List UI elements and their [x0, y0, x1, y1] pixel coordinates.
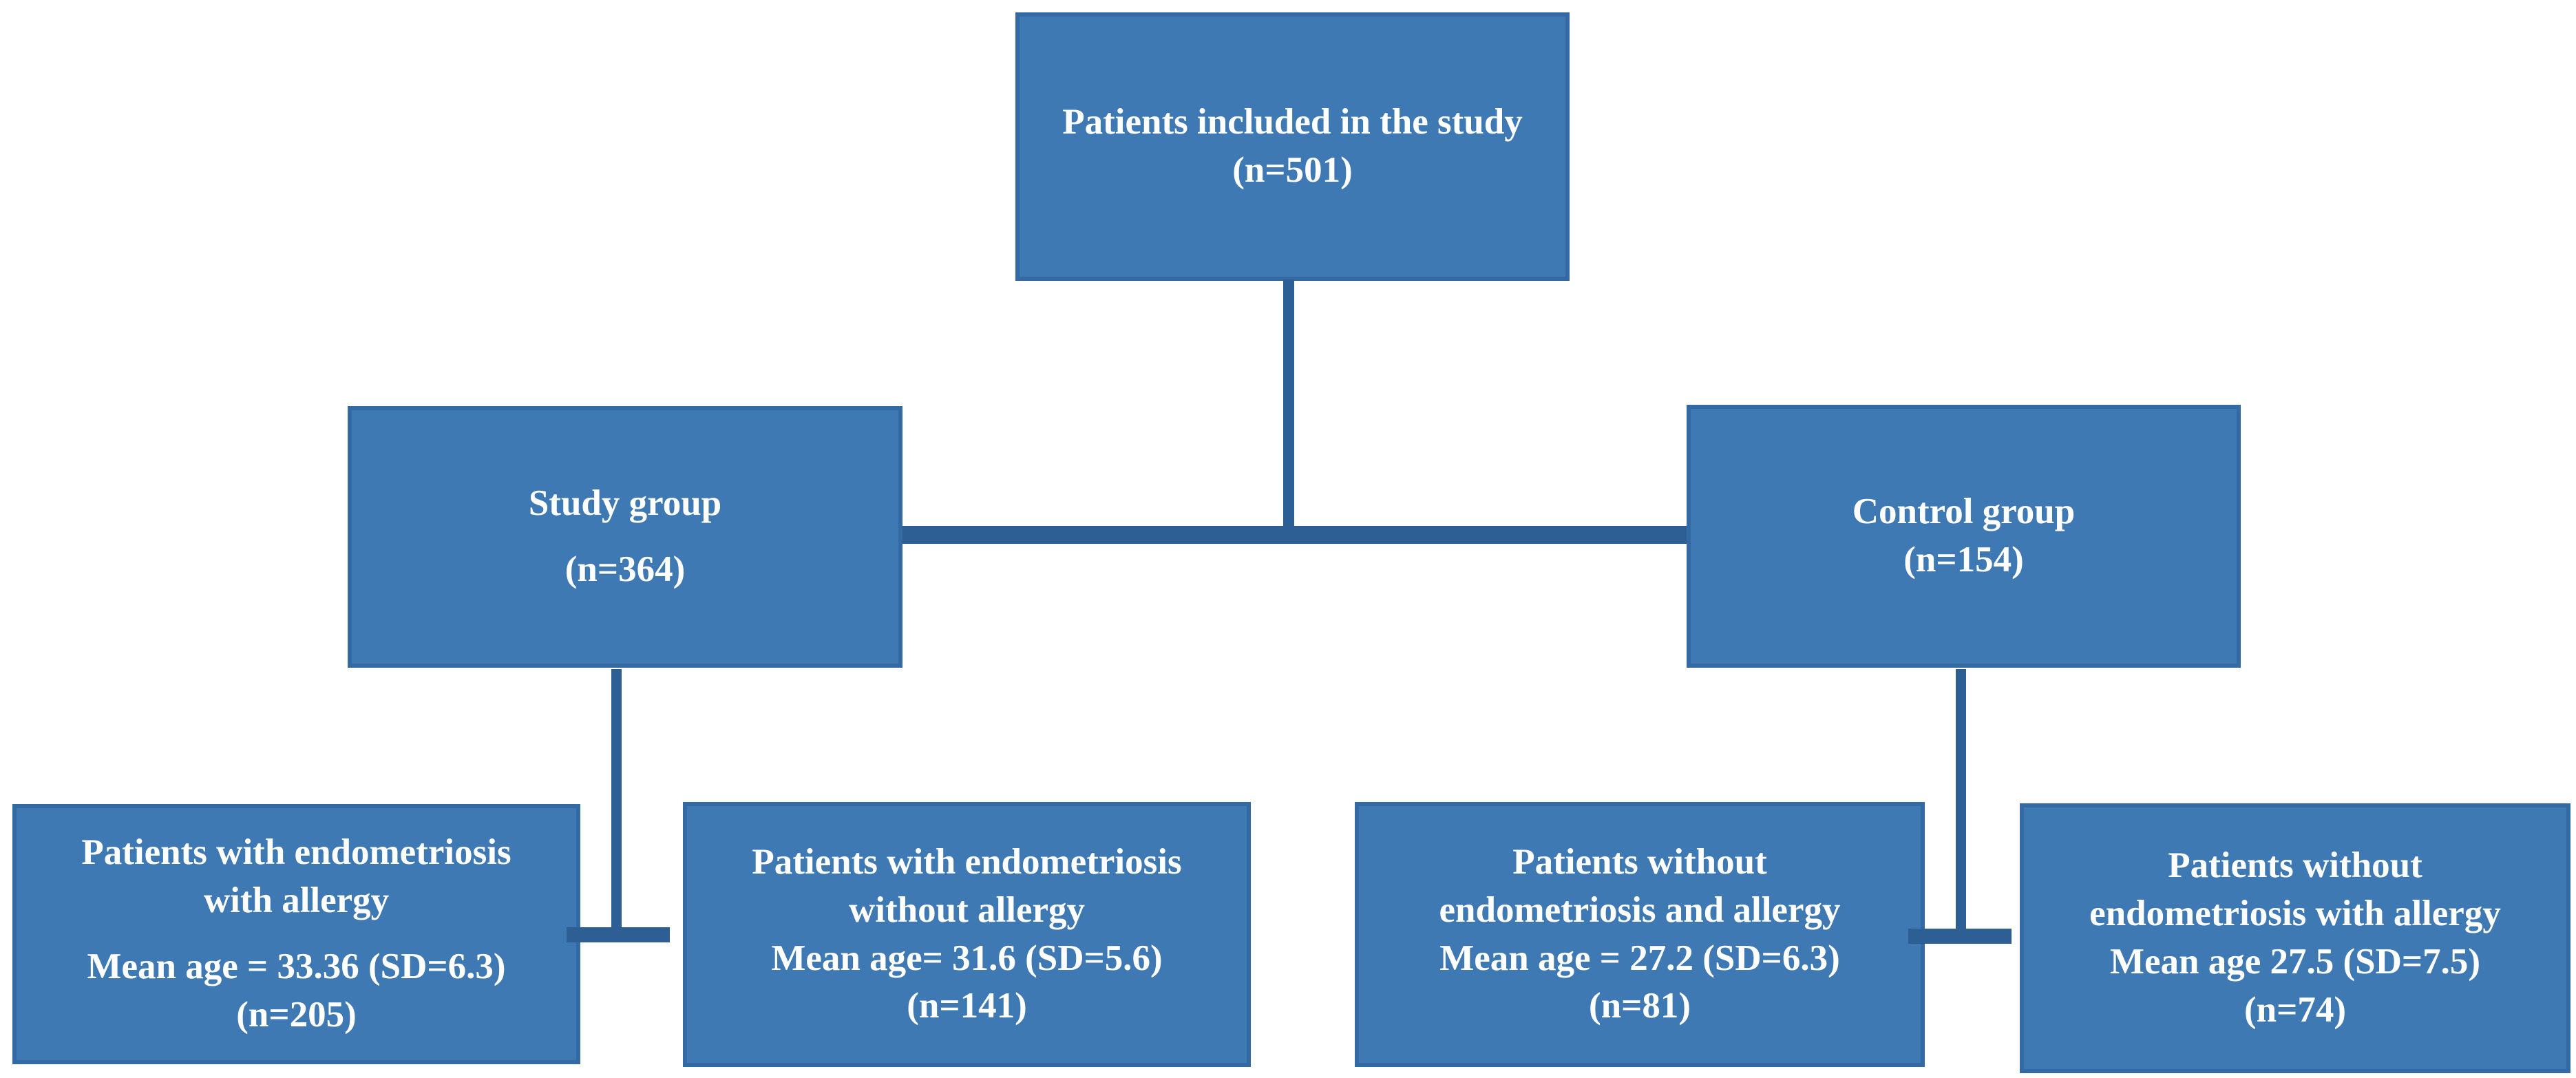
connector-study-group-tee-cap: [567, 927, 670, 942]
connector-control-group-vertical: [1956, 669, 1966, 934]
connector-top-to-groups-vertical: [1283, 279, 1294, 538]
node-patients-included: Patients included in the study(n=501): [1015, 12, 1570, 281]
node-study-group: Study group(n=364): [348, 406, 902, 668]
connector-control-group-tee-cap: [1908, 929, 2012, 944]
connector-groups-horizontal-bar: [902, 526, 1687, 544]
connector-study-group-vertical: [611, 669, 622, 934]
node-control-group: Control group(n=154): [1687, 405, 2241, 668]
node-study-group-text: Study group(n=364): [528, 483, 722, 590]
node-patients-included-text: Patients included in the study(n=501): [1062, 102, 1523, 190]
node-control-group-text: Control group(n=154): [1852, 492, 2076, 580]
